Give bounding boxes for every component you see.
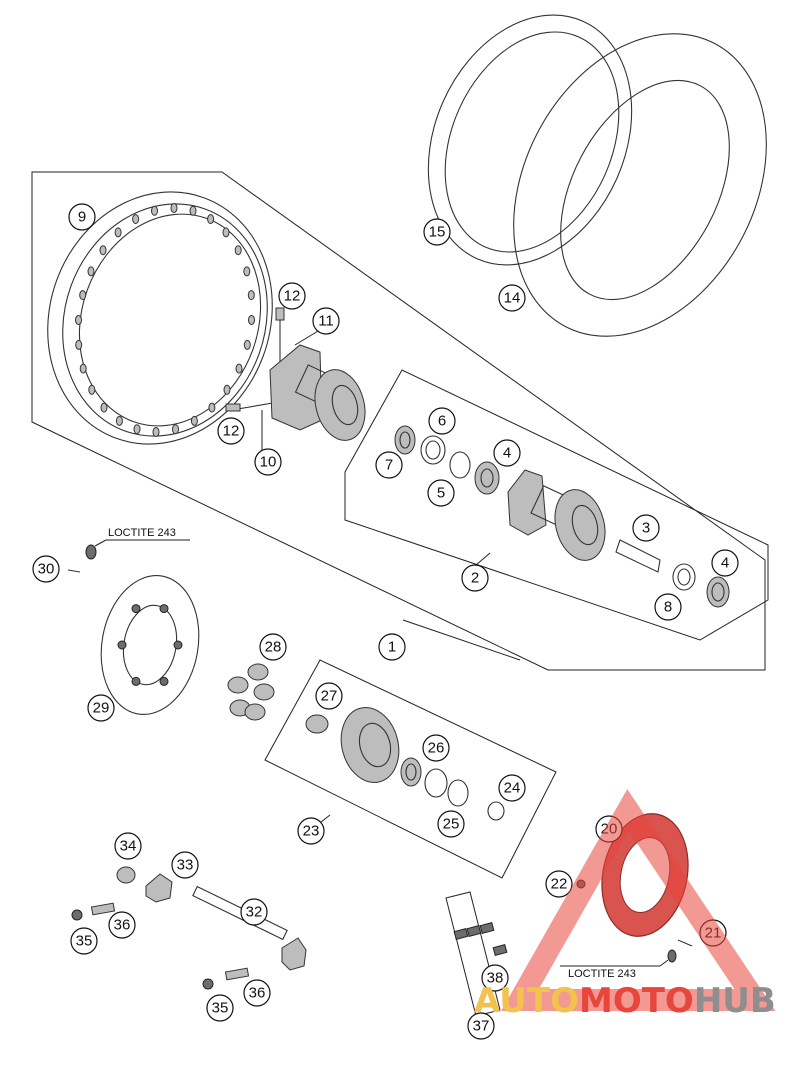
brake-disc xyxy=(100,575,200,715)
callout-26: 26 xyxy=(422,734,450,762)
callout-23: 23 xyxy=(297,817,325,845)
assembly-frame-chain xyxy=(445,891,501,1017)
callout-label: 28 xyxy=(265,639,282,656)
callout-label: 36 xyxy=(249,985,266,1002)
disc-bolt xyxy=(67,539,190,573)
callout-35b: 35 xyxy=(206,994,234,1022)
watermark-word-moto: MOTO xyxy=(579,981,694,1021)
hub-assembled xyxy=(269,344,366,441)
callout-label: 5 xyxy=(437,485,445,502)
callout-7: 7 xyxy=(375,451,403,479)
callout-label: 1 xyxy=(388,639,396,656)
assembly-frame-wheel xyxy=(31,171,766,671)
loctite-note-bottom: LOCTITE 243 xyxy=(568,968,636,980)
callout-15: 15 xyxy=(423,218,451,246)
assembly-frame-carrier xyxy=(264,659,557,879)
callout-label: 6 xyxy=(438,413,446,430)
callout-25: 25 xyxy=(437,810,465,838)
callout-10: 10 xyxy=(254,448,282,476)
callout-label: 35 xyxy=(76,933,93,950)
callout-3: 3 xyxy=(632,514,660,542)
callout-12b: 12 xyxy=(217,417,245,445)
callout-30: 30 xyxy=(32,555,60,583)
callout-label: 10 xyxy=(260,454,277,471)
callout-label: 29 xyxy=(93,700,110,717)
callout-label: 23 xyxy=(303,823,320,840)
callout-label: 4 xyxy=(503,445,511,462)
callout-4a: 4 xyxy=(493,439,521,467)
callout-label: 33 xyxy=(177,857,194,874)
callout-label: 12 xyxy=(284,288,301,305)
callout-label: 26 xyxy=(428,740,445,757)
axle-parts xyxy=(71,866,307,990)
callout-label: 15 xyxy=(429,224,446,241)
callout-9: 9 xyxy=(68,203,96,231)
callout-label: 2 xyxy=(471,570,479,587)
tyre xyxy=(513,33,767,337)
callout-32: 32 xyxy=(240,898,268,926)
callout-34: 34 xyxy=(114,832,142,860)
callout-label: 34 xyxy=(120,838,137,855)
callout-28: 28 xyxy=(259,633,287,661)
loctite-note-top: LOCTITE 243 xyxy=(108,527,176,539)
callout-label: 11 xyxy=(318,313,334,330)
callout-6: 6 xyxy=(428,407,456,435)
callout-label: 22 xyxy=(551,876,568,893)
callout-label: 30 xyxy=(38,561,55,578)
callout-27: 27 xyxy=(315,682,343,710)
watermark-word-hub: HUB xyxy=(694,981,776,1021)
callout-label: 7 xyxy=(385,457,393,474)
callout-22: 22 xyxy=(545,870,573,898)
callout-label: 37 xyxy=(473,1018,490,1035)
callout-label: 3 xyxy=(642,520,650,537)
callout-8: 8 xyxy=(654,593,682,621)
callout-11: 11 xyxy=(312,307,340,335)
callout-label: 35 xyxy=(212,1000,229,1017)
assembly-frame-hub xyxy=(344,369,769,641)
callout-29: 29 xyxy=(87,694,115,722)
callout-14: 14 xyxy=(498,284,526,312)
watermark-word-auto: AUTO xyxy=(474,981,579,1021)
inner-tube xyxy=(427,14,633,266)
callout-38: 38 xyxy=(481,964,509,992)
damper-rubbers xyxy=(227,663,275,721)
callout-36b: 36 xyxy=(243,979,271,1007)
callout-label: 27 xyxy=(321,688,338,705)
callout-label: 4 xyxy=(721,555,729,572)
callout-36a: 36 xyxy=(108,911,136,939)
callout-label: 36 xyxy=(114,917,131,934)
callout-1: 1 xyxy=(378,633,406,661)
callout-4b: 4 xyxy=(711,549,739,577)
hub-bare xyxy=(507,469,606,561)
sprocket-carrier xyxy=(305,707,505,821)
callout-label: 9 xyxy=(78,209,86,226)
callout-24: 24 xyxy=(498,774,526,802)
callout-label: 14 xyxy=(504,290,521,307)
callout-label: 32 xyxy=(246,904,263,921)
svg-text:AUTOMOTOHUB: AUTOMOTOHUB xyxy=(474,981,776,1021)
watermark-logo: AUTOMOTOHUB xyxy=(474,789,776,1021)
chain-links xyxy=(453,921,508,957)
callout-37: 37 xyxy=(467,1012,495,1040)
callout-label: 38 xyxy=(487,970,504,987)
hub-small-parts xyxy=(394,425,730,608)
callout-label: 24 xyxy=(504,780,521,797)
callout-2: 2 xyxy=(461,564,489,592)
callout-5: 5 xyxy=(427,479,455,507)
callout-label: 12 xyxy=(223,423,240,440)
rim xyxy=(47,191,273,445)
callout-35a: 35 xyxy=(70,927,98,955)
callout-12a: 12 xyxy=(278,282,306,310)
callout-33: 33 xyxy=(171,851,199,879)
callout-label: 25 xyxy=(443,816,460,833)
callout-label: 8 xyxy=(664,599,672,616)
